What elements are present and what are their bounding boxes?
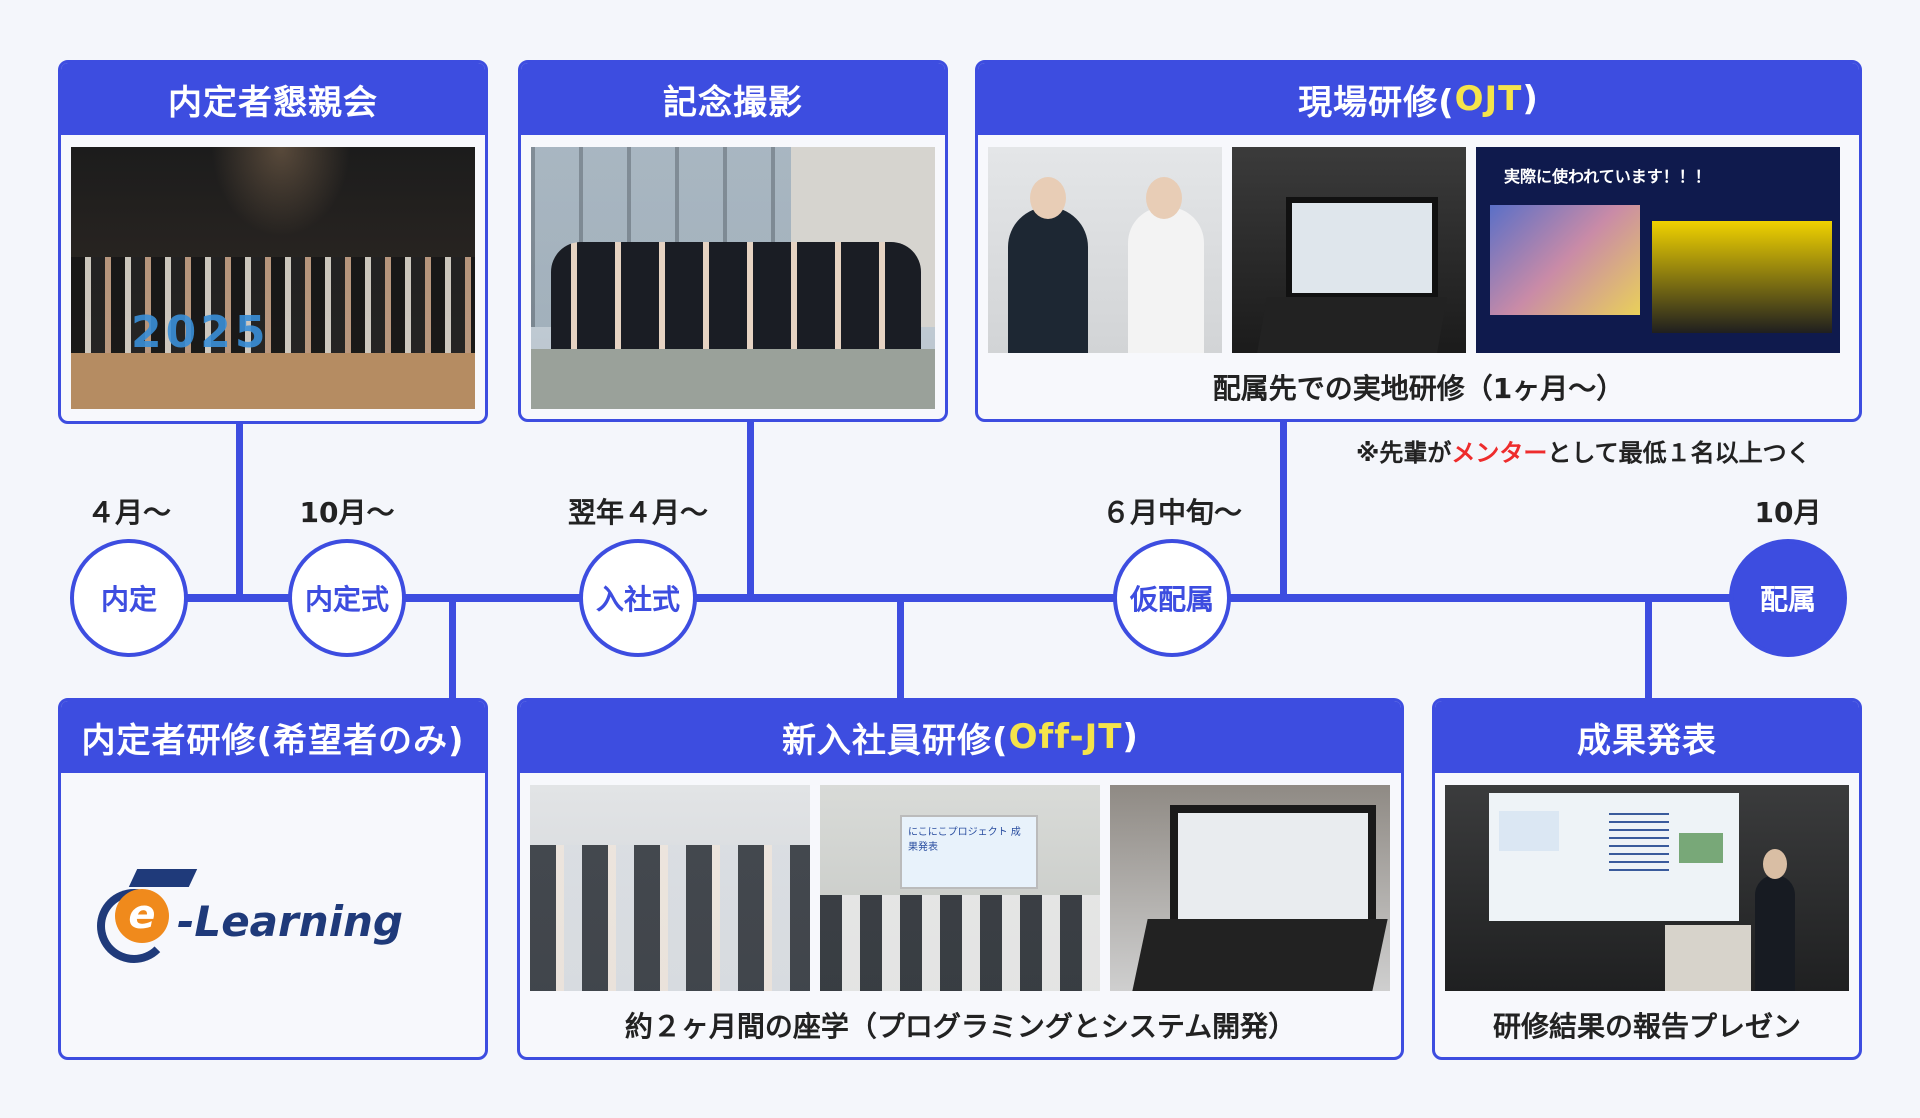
presentation-photo <box>1445 785 1849 991</box>
title-end: ) <box>1122 717 1139 757</box>
date-naiteishiki: 10月〜 <box>299 496 395 529</box>
panel-photo-session: 記念撮影 <box>518 60 948 422</box>
panel-ojt: 現場研修(OJT) 実際に使われています！！！ 配属先での実地研修（1ヶ月〜） <box>975 60 1862 422</box>
note-highlight: メンター <box>1451 439 1548 467</box>
panel-offjt: 新入社員研修(Off-JT) にこにこプロジェクト 成果発表 約２ヶ月間の座学（… <box>517 698 1404 1060</box>
date-nyushashiki: 翌年４月〜 <box>567 496 708 529</box>
panel-title: 現場研修(OJT) <box>978 63 1859 135</box>
panel-presentation: 成果発表 研修結果の報告プレゼン <box>1432 698 1862 1060</box>
logo-letter: e <box>115 889 169 943</box>
node-haizoku: 配属 <box>1729 539 1847 657</box>
connector-presentation <box>1645 598 1652 702</box>
graduation-cap-icon <box>128 869 198 887</box>
slide-text: 実際に使われています！！！ <box>1504 167 1711 186</box>
ojt-caption: 配属先での実地研修（1ヶ月〜） <box>1212 372 1625 405</box>
title-end: ) <box>1522 79 1539 119</box>
panel-title: 成果発表 <box>1435 701 1859 773</box>
date-haizoku: 10月 <box>1754 496 1822 529</box>
node-naitei: 内定 <box>70 539 188 657</box>
connector-ojt <box>1280 420 1287 598</box>
ojt-photo-laptop <box>1232 147 1466 353</box>
panel-naitei-party: 内定者懇親会 2025 <box>58 60 488 424</box>
connector-offjt <box>897 598 904 702</box>
elearning-logo: e -Learning <box>97 869 457 969</box>
panel-title: 内定者研修(希望者のみ) <box>61 701 485 773</box>
offjt-photo-laptop <box>1110 785 1390 991</box>
logo-text: -Learning <box>177 897 403 946</box>
ojt-photo-handover <box>988 147 1222 353</box>
party-photo: 2025 <box>71 147 475 409</box>
panel-pre-training: 内定者研修(希望者のみ) e -Learning <box>58 698 488 1060</box>
timeline-axis <box>130 594 1790 602</box>
mentor-note: ※先輩がメンターとして最低１名以上つく <box>1356 433 1811 468</box>
node-karihaizoku: 仮配属 <box>1113 539 1231 657</box>
lecture-slide-text: にこにこプロジェクト 成果発表 <box>908 827 1021 853</box>
title-main: 現場研修( <box>1298 82 1455 123</box>
connector-party <box>236 420 243 598</box>
node-naiteishiki: 内定式 <box>288 539 406 657</box>
offjt-caption: 約２ヶ月間の座学（プログラミングとシステム開発） <box>624 1010 1297 1043</box>
panel-title: 新入社員研修(Off-JT) <box>520 701 1401 773</box>
connector-pre-training <box>449 598 456 702</box>
title-highlight: OJT <box>1454 79 1523 119</box>
panel-title: 内定者懇親会 <box>61 63 485 135</box>
date-karihaizoku: ６月中旬〜 <box>1101 496 1242 529</box>
note-suffix: として最低１名以上つく <box>1547 439 1811 467</box>
note-prefix: ※先輩が <box>1356 439 1452 467</box>
presentation-caption: 研修結果の報告プレゼン <box>1492 1010 1801 1043</box>
node-nyushashiki: 入社式 <box>579 539 697 657</box>
offjt-photo-lecture: にこにこプロジェクト 成果発表 <box>820 785 1100 991</box>
title-main: 新入社員研修( <box>782 720 1009 761</box>
group-photo <box>531 147 935 409</box>
ojt-photo-slide: 実際に使われています！！！ <box>1476 147 1840 353</box>
panel-title: 記念撮影 <box>521 63 945 135</box>
offjt-photo-class <box>530 785 810 991</box>
date-naitei: ４月〜 <box>86 496 171 529</box>
title-highlight: Off-JT <box>1008 717 1123 757</box>
connector-photo <box>747 420 754 598</box>
